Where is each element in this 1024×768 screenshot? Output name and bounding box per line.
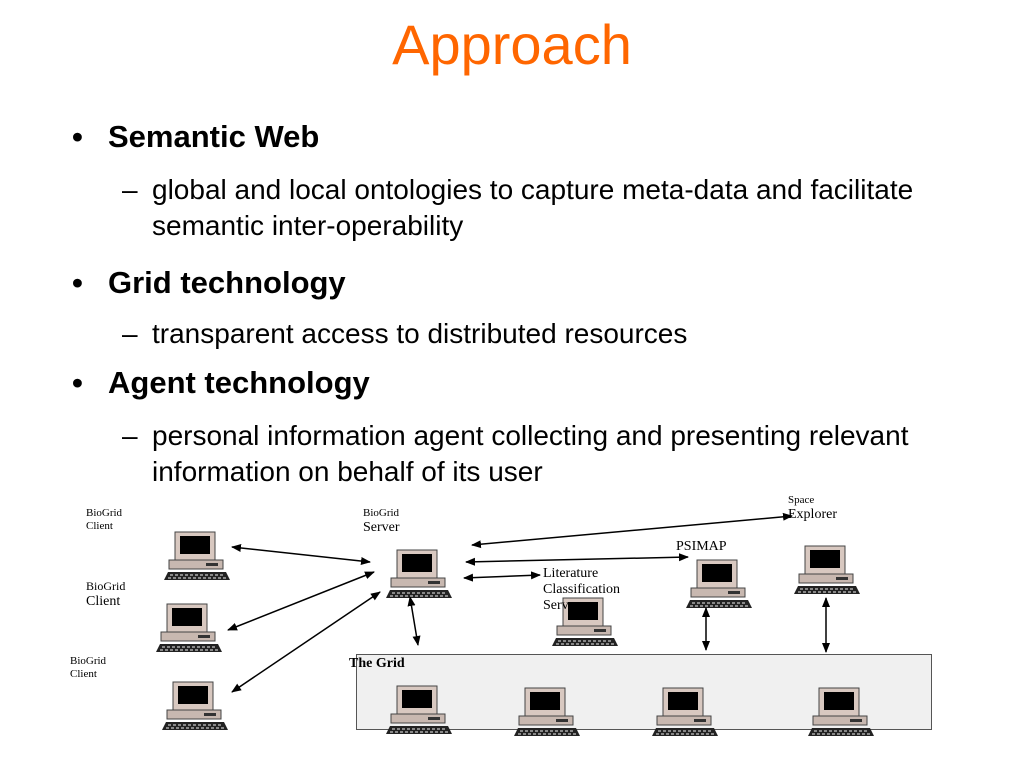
bullet-label: Agent technology — [108, 365, 370, 400]
bullet-marker: • — [72, 119, 83, 154]
grid-node-computer-icon — [807, 687, 875, 737]
arrow-server-psimap — [465, 553, 689, 566]
space-explorer-computer-icon — [793, 545, 861, 595]
arrow-server-grid — [407, 596, 421, 646]
bullet-marker: • — [72, 365, 83, 400]
slide-title: Approach — [392, 13, 632, 76]
grid-label: The Grid — [349, 656, 405, 671]
psimap-label: PSIMAP — [676, 539, 727, 554]
grid-node-computer-icon — [651, 687, 719, 737]
server-computer-icon — [385, 549, 453, 599]
arrow-server-literature — [463, 571, 541, 582]
client-computer-icon — [161, 681, 229, 731]
arrow-client1-server — [231, 543, 371, 566]
grid-node-computer-icon — [513, 687, 581, 737]
bullet-label: Semantic Web — [108, 119, 320, 154]
arrow-server-space-explorer — [471, 512, 793, 549]
client-computer-icon — [155, 603, 223, 653]
psimap-computer-icon — [685, 559, 753, 609]
bullet-label: Grid technology — [108, 265, 346, 300]
arrow-client3-server — [231, 591, 381, 693]
arrow-client2-server — [227, 571, 375, 631]
bullet-marker: • — [72, 265, 83, 300]
sub-bullet-marker: – — [122, 174, 138, 205]
sub-bullet-marker: – — [122, 318, 138, 349]
sub-bullet-text: transparent access to distributed resour… — [152, 318, 688, 349]
sub-bullet-text: global and local ontologies to capture m… — [152, 174, 914, 241]
grid-node-computer-icon — [385, 685, 453, 735]
sub-bullet-text: personal information agent collecting an… — [152, 420, 909, 487]
sub-bullet-marker: – — [122, 420, 138, 451]
client-computer-icon — [163, 531, 231, 581]
